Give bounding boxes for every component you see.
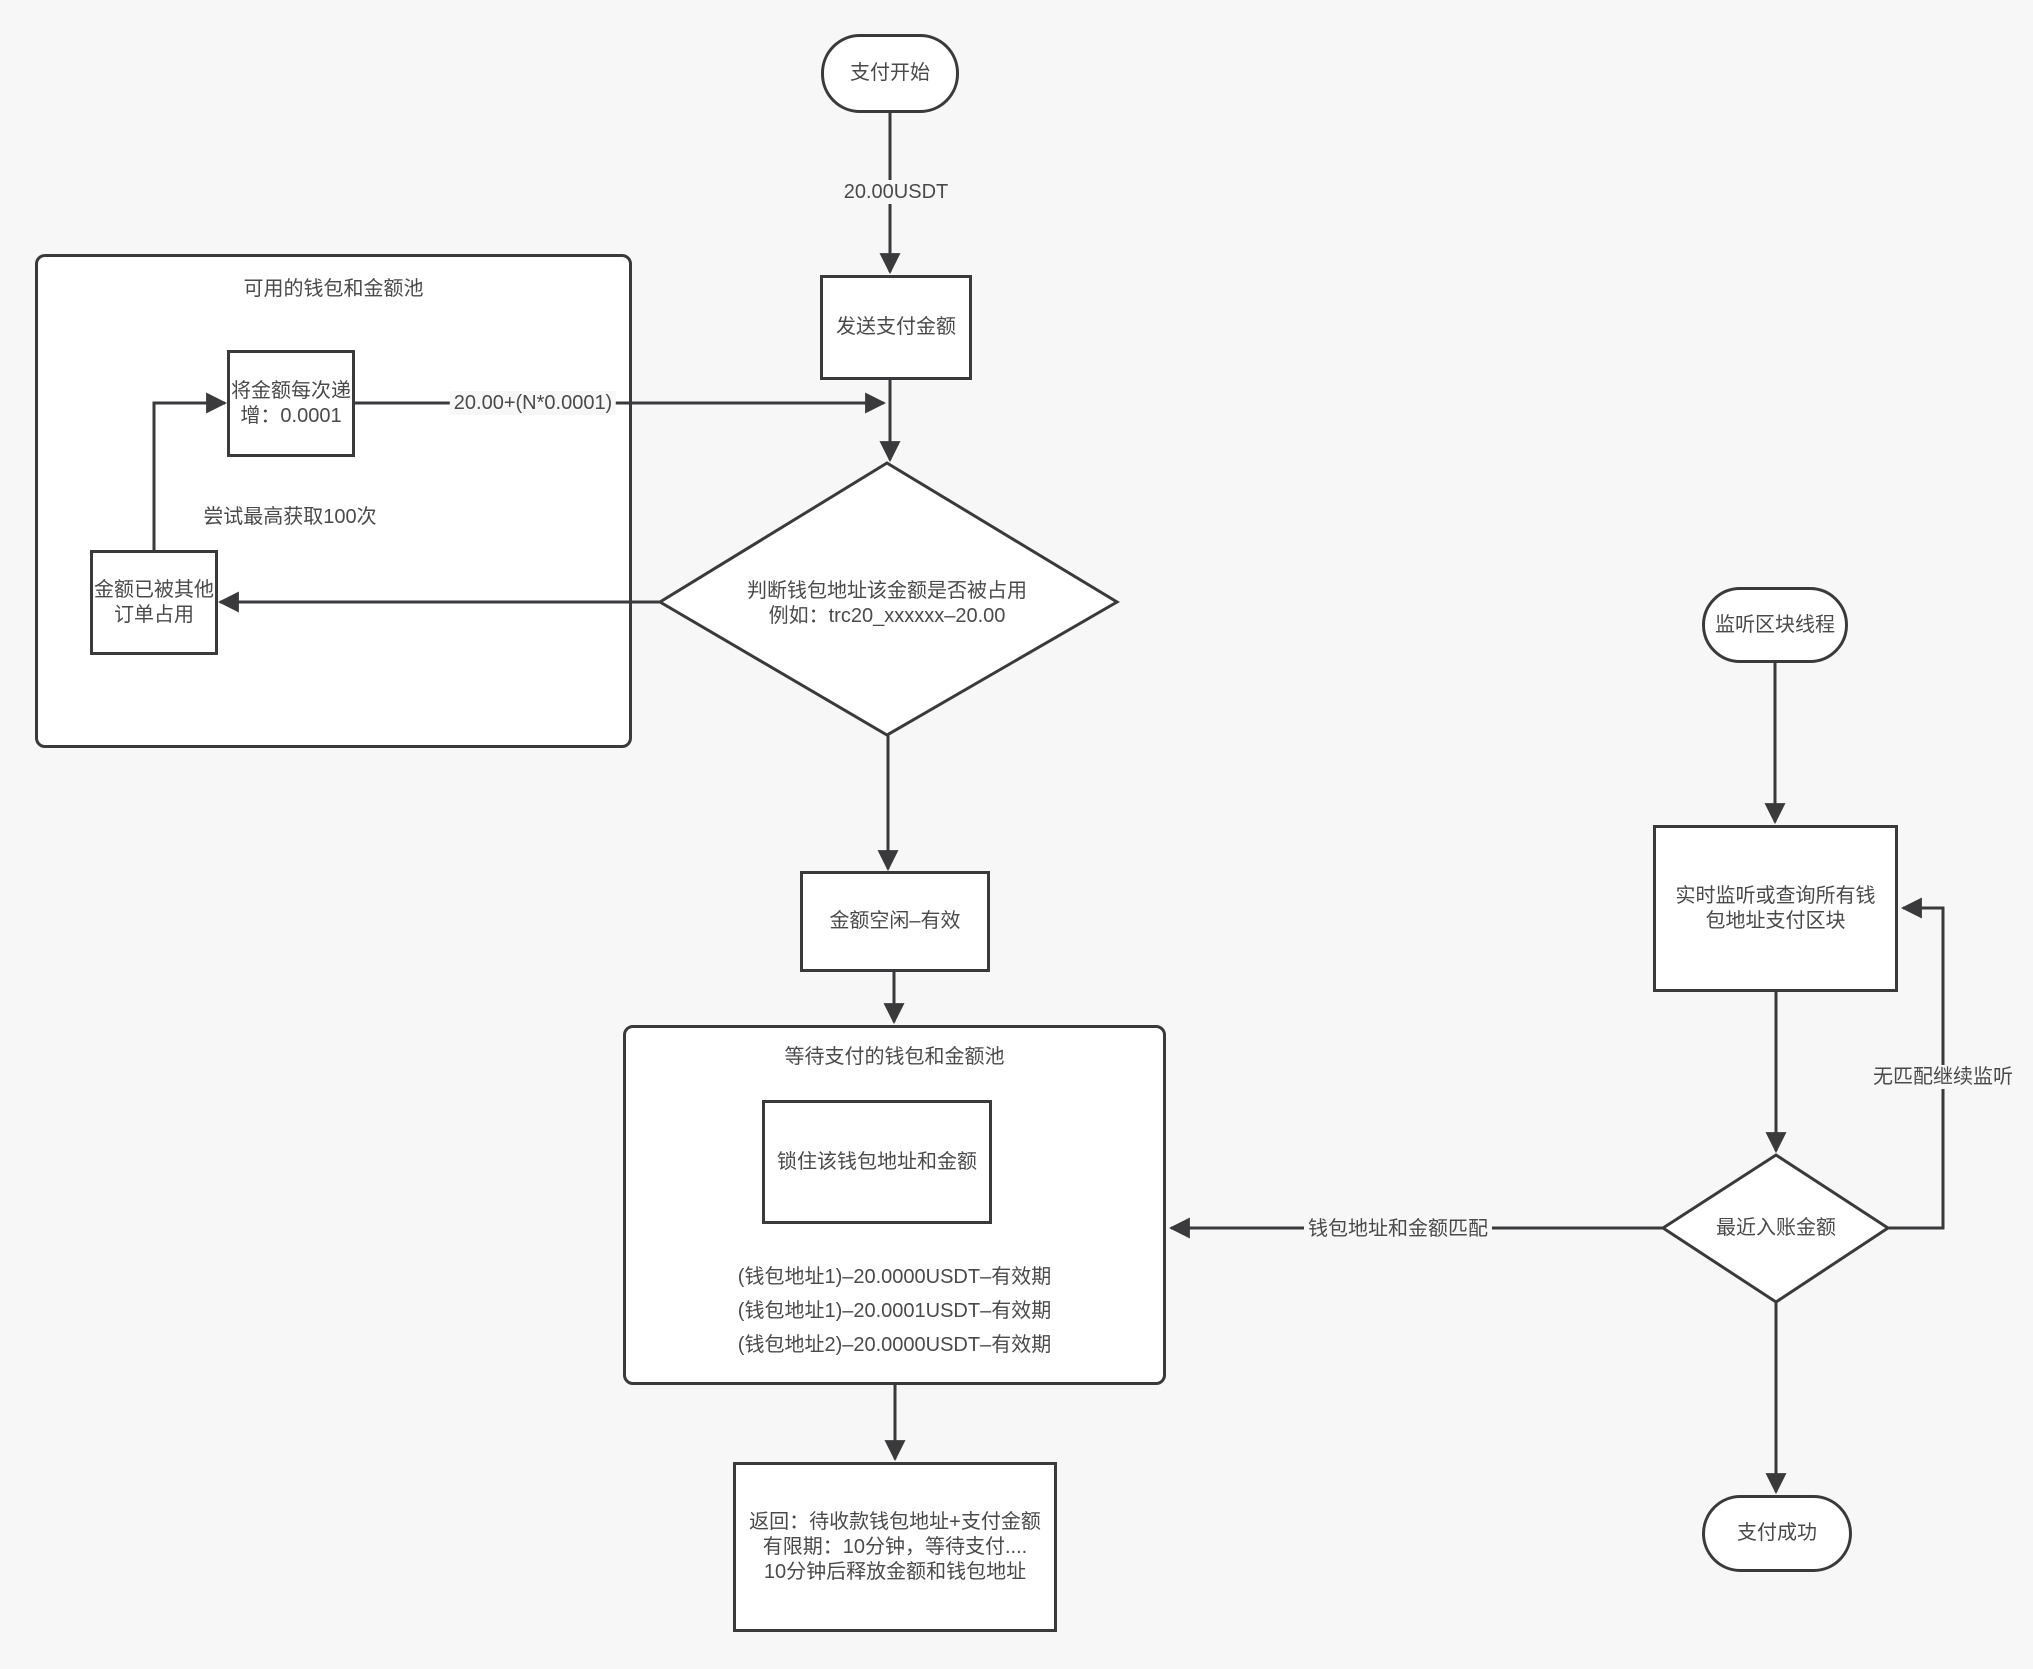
idle-valid-node: 金额空闲–有效 — [800, 871, 990, 972]
occupied-node: 金额已被其他订单占用 — [90, 550, 218, 655]
retry-limit-label: 尝试最高获取100次 — [203, 506, 377, 528]
listen-thread-node: 监听区块线程 — [1702, 587, 1848, 663]
monitor-node: 实时监听或查询所有钱包地址支付区块 — [1653, 825, 1898, 992]
no-match-label: 无匹配继续监听 — [1869, 1065, 2017, 1089]
send-amount-node: 发送支付金额 — [820, 275, 972, 380]
return-node: 返回：待收款钱包地址+支付金额 有限期：10分钟，等待支付.... 10分钟后释… — [733, 1462, 1057, 1632]
start-node: 支付开始 — [821, 34, 959, 113]
waiting-pool-entries: (钱包地址1)–20.0000USDT–有效期 (钱包地址1)–20.0001U… — [737, 1266, 1052, 1356]
check-occupied-diamond — [657, 461, 1120, 737]
recent-amount-diamond — [1660, 1153, 1891, 1304]
increment-node: 将金额每次递增：0.0001 — [227, 350, 355, 457]
increment-formula-label: 20.00+(N*0.0001) — [449, 391, 617, 415]
payment-amount-label: 20.00USDT — [839, 180, 953, 204]
match-label: 钱包地址和金额匹配 — [1304, 1217, 1492, 1241]
check-occupied-text: 判断钱包地址该金额是否被占用 例如：trc20_xxxxxx–20.00 — [747, 580, 1027, 627]
available-pool-container — [35, 254, 632, 748]
available-pool-title: 可用的钱包和金额池 — [243, 278, 424, 300]
waiting-pool-title: 等待支付的钱包和金额池 — [784, 1046, 1005, 1068]
success-node: 支付成功 — [1702, 1495, 1852, 1572]
lock-node: 锁住该钱包地址和金额 — [762, 1100, 992, 1224]
recent-amount-text: 最近入账金额 — [1716, 1217, 1836, 1239]
connector-occupied-to-increment — [152, 392, 228, 550]
